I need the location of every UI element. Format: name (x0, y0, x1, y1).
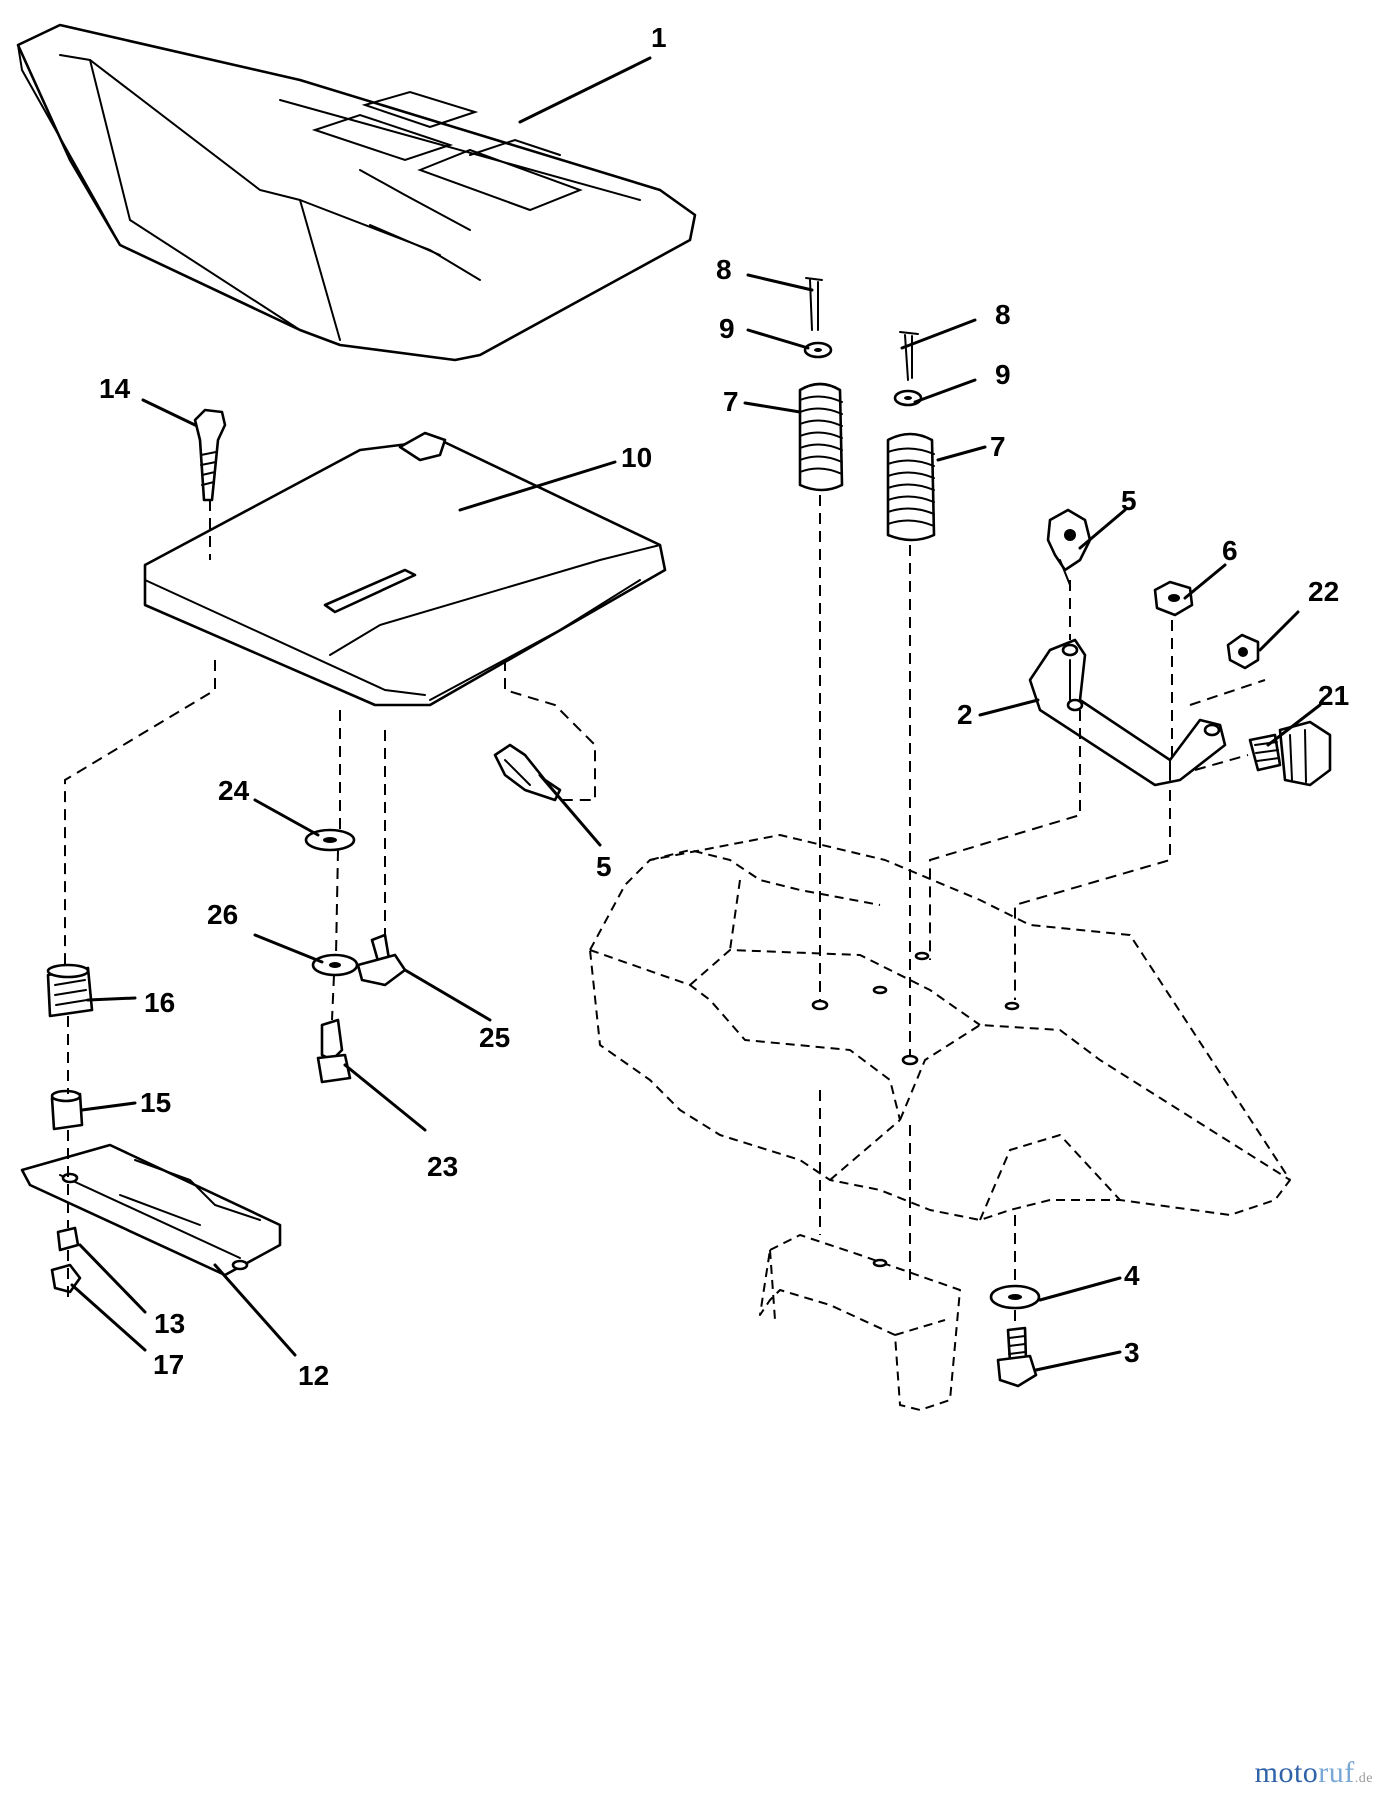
callout-14: 14 (99, 373, 131, 404)
spring-assembly-lines (819, 495, 911, 1280)
left-assembly-lines (64, 500, 596, 1300)
spring-clip-part-5-right (1046, 508, 1092, 586)
callout-12: 12 (298, 1360, 329, 1391)
callout-8-right: 8 (995, 299, 1011, 330)
knob-part-25 (356, 933, 407, 987)
callout-9-right: 9 (995, 359, 1011, 390)
callout-13: 13 (154, 1308, 185, 1339)
callout-3: 3 (1124, 1337, 1140, 1368)
callout-21: 21 (1318, 680, 1349, 711)
cotter-pin-part-8-right (899, 331, 919, 381)
cotter-pin-part-8-left (805, 277, 823, 331)
washer-part-9-right (893, 389, 923, 407)
callout-24: 24 (218, 775, 250, 806)
bracket-part-2 (1028, 638, 1227, 787)
watermark-logo: motoruf.de (1255, 1756, 1373, 1790)
spring-clip-part-5-left (493, 743, 562, 802)
nut-part-6 (1153, 580, 1194, 617)
callout-5-right: 5 (1121, 485, 1137, 516)
watermark-text-2: ruf (1318, 1756, 1355, 1789)
watermark-text-3: .de (1354, 1771, 1373, 1786)
callout-6: 6 (1222, 535, 1238, 566)
bolt-part-3 (996, 1326, 1038, 1388)
watermark-text-1: moto (1254, 1756, 1319, 1789)
spring-part-7-left (798, 382, 844, 492)
callout-22: 22 (1308, 576, 1339, 607)
callout-5-left: 5 (596, 851, 612, 882)
spring-part-7-right (886, 432, 936, 542)
callout-26: 26 (207, 899, 238, 930)
callout-15: 15 (140, 1087, 171, 1118)
spacer-part-15 (50, 1089, 84, 1131)
seat-pan-part-10 (143, 431, 667, 707)
tractor-frame-outline (589, 834, 1291, 1411)
nut-part-13 (56, 1226, 80, 1252)
callout-16: 16 (144, 987, 175, 1018)
washer-part-26 (311, 953, 359, 977)
screw-part-14 (193, 408, 227, 502)
bolt-part-23 (316, 1018, 352, 1084)
leader-lines (70, 56, 1322, 1372)
slide-rail-part-12 (20, 1143, 282, 1277)
callout-4: 4 (1124, 1260, 1140, 1291)
callout-17: 17 (153, 1349, 184, 1380)
callout-25: 25 (479, 1022, 510, 1053)
bushing-part-16 (46, 963, 94, 1018)
callout-2: 2 (957, 699, 973, 730)
callout-7-left: 7 (723, 386, 739, 417)
nut-part-22 (1226, 633, 1260, 670)
washer-part-4 (989, 1284, 1041, 1310)
callout-8-left: 8 (716, 254, 732, 285)
callout-10: 10 (621, 442, 652, 473)
callout-labels: 1 2 3 4 5 5 6 7 7 8 8 9 9 10 12 13 14 15… (99, 22, 1349, 1391)
callout-23: 23 (427, 1151, 458, 1182)
bracket-assembly-lines (929, 580, 1266, 1000)
callout-1: 1 (651, 22, 667, 53)
callout-9-left: 9 (719, 313, 735, 344)
seat-part-1 (16, 23, 697, 362)
washer-part-9-left (803, 341, 833, 359)
knob-part-21 (1248, 720, 1332, 787)
callout-7-right: 7 (990, 431, 1006, 462)
